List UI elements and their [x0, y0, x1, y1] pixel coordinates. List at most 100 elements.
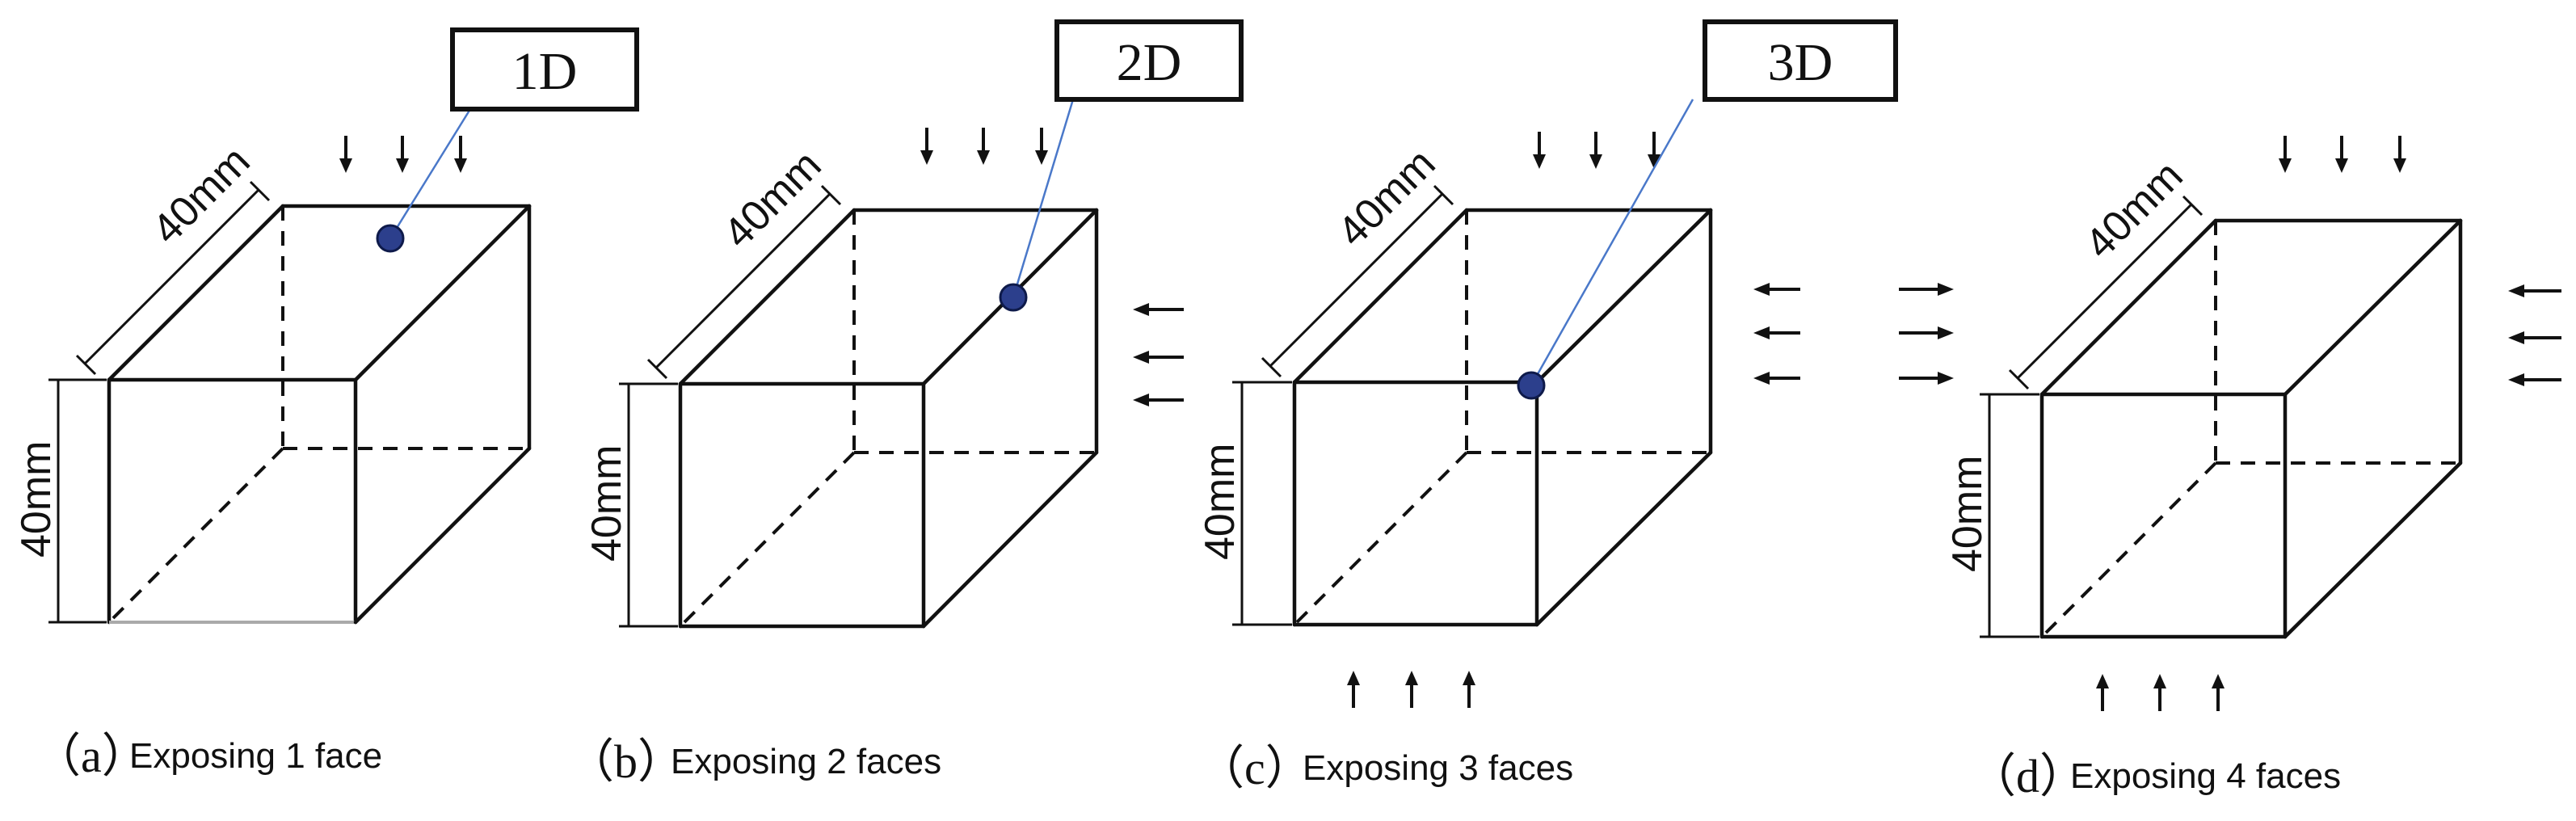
arrow-up-icon [2212, 674, 2225, 688]
cube-edge [678, 208, 857, 386]
cube-d [2039, 218, 2463, 639]
arrow-down-icon [454, 158, 467, 173]
arrow-down-icon [1589, 154, 1602, 169]
height-label: 40mm [1944, 456, 1991, 572]
height-dimension: 40mm [583, 382, 678, 628]
panel-caption: Exposing 1 face [129, 736, 382, 776]
height-label: 40mm [13, 441, 60, 558]
arrow-right-icon [1938, 283, 1954, 296]
cube-edge [353, 204, 532, 382]
exposure-arrows-bottom [2096, 674, 2225, 711]
cube-edge [921, 450, 1099, 629]
arrow-up-icon [2153, 674, 2166, 688]
panel-a: 40mm 40mm 1D （a） Exposing 1 face [13, 27, 639, 782]
width-dimension: 40mm [646, 141, 842, 380]
cube-b [678, 208, 1099, 629]
panel-c: 40mm 40mm [1197, 19, 1898, 794]
arrow-down-icon [1648, 154, 1661, 169]
height-dimension: 40mm [1197, 381, 1292, 626]
cube-c [1292, 208, 1713, 627]
leader-line [1012, 99, 1075, 298]
point-label-box [1054, 19, 1244, 102]
exposure-arrows-top [920, 128, 1048, 165]
exposure-arrows-top [2279, 136, 2406, 173]
point-label-box [450, 27, 639, 112]
width-label: 40mm [714, 141, 830, 257]
width-label: 40mm [1328, 140, 1444, 255]
arrow-down-icon [2279, 158, 2292, 173]
arrow-up-icon [1405, 671, 1418, 685]
exposure-arrows-right-c-outer [1899, 283, 1954, 385]
panel-caption: Exposing 4 faces [2070, 756, 2341, 796]
height-dimension: 40mm [1944, 393, 2039, 638]
cube-edge [2039, 218, 2218, 397]
exposure-arrows-top [1533, 132, 1661, 169]
measurement-point [376, 224, 405, 253]
leader-line [1530, 99, 1694, 386]
arrow-up-icon [2096, 674, 2109, 688]
cube-edge [1534, 208, 1713, 385]
arrow-down-icon [2335, 158, 2348, 173]
width-dimension: 40mm [75, 137, 271, 376]
cube-edge [107, 204, 285, 382]
height-label: 40mm [1197, 444, 1244, 560]
hidden-edge [2040, 461, 2217, 638]
cube-edge [2283, 461, 2463, 639]
arrow-down-icon [977, 150, 990, 165]
hidden-edge [1293, 451, 1468, 626]
width-label: 40mm [2076, 152, 2191, 267]
panel-letter: （a） [34, 730, 149, 782]
measurement-point [999, 283, 1028, 312]
exposure-arrows-right [2508, 284, 2561, 386]
panel-d: 40mm 40mm [1944, 136, 2561, 802]
width-label: 40mm [143, 137, 259, 253]
arrow-left-icon [2508, 284, 2524, 297]
width-dimension: 40mm [1261, 140, 1454, 378]
exposure-arrows-top [339, 136, 467, 173]
arrow-up-icon [1347, 671, 1360, 685]
arrow-down-icon [1035, 150, 1048, 165]
arrow-left-icon [1133, 351, 1149, 364]
panel-letter: （b） [567, 735, 684, 788]
arrow-left-icon [1133, 303, 1149, 316]
leader-line [389, 108, 472, 239]
height-label: 40mm [583, 445, 630, 562]
exposure-arrows-right [1753, 283, 1800, 385]
arrow-down-icon [396, 158, 409, 173]
cube-a [107, 204, 532, 625]
arrow-down-icon [920, 150, 933, 165]
cube-edge [353, 446, 532, 625]
cube-edge [2283, 218, 2463, 397]
exposure-arrows-bottom [1347, 671, 1475, 708]
panel-letter: （d） [1969, 750, 2086, 802]
cube-edge [1534, 450, 1713, 627]
arrow-left-icon [2508, 373, 2524, 386]
point-label: 3D [1768, 33, 1833, 92]
arrow-right-icon [1938, 372, 1954, 385]
point-label: 2D [1117, 33, 1182, 92]
panel-letter: （c） [1198, 742, 1312, 794]
arrow-left-icon [2508, 331, 2524, 344]
hidden-edge [107, 447, 284, 624]
point-label-box [1703, 19, 1898, 102]
measurement-point [1517, 371, 1546, 400]
arrow-down-icon [1533, 154, 1546, 169]
arrow-left-icon [1753, 372, 1770, 385]
arrow-right-icon [1938, 326, 1954, 339]
cube-edge [1292, 208, 1469, 385]
exposure-arrows-right [1133, 303, 1184, 406]
hidden-edge [679, 451, 856, 628]
point-label: 1D [512, 42, 578, 101]
arrow-left-icon [1753, 283, 1770, 296]
width-dimension: 40mm [2008, 152, 2203, 390]
arrow-down-icon [2393, 158, 2406, 173]
arrow-left-icon [1133, 394, 1149, 406]
panel-caption: Exposing 2 faces [671, 742, 941, 781]
arrow-left-icon [1753, 326, 1770, 339]
panel-caption: Exposing 3 faces [1303, 748, 1573, 788]
arrow-down-icon [339, 158, 352, 173]
height-dimension: 40mm [13, 378, 107, 624]
arrow-up-icon [1463, 671, 1475, 685]
panel-b: 40mm 40mm 2D （b） Exposing 2 [567, 19, 1244, 788]
